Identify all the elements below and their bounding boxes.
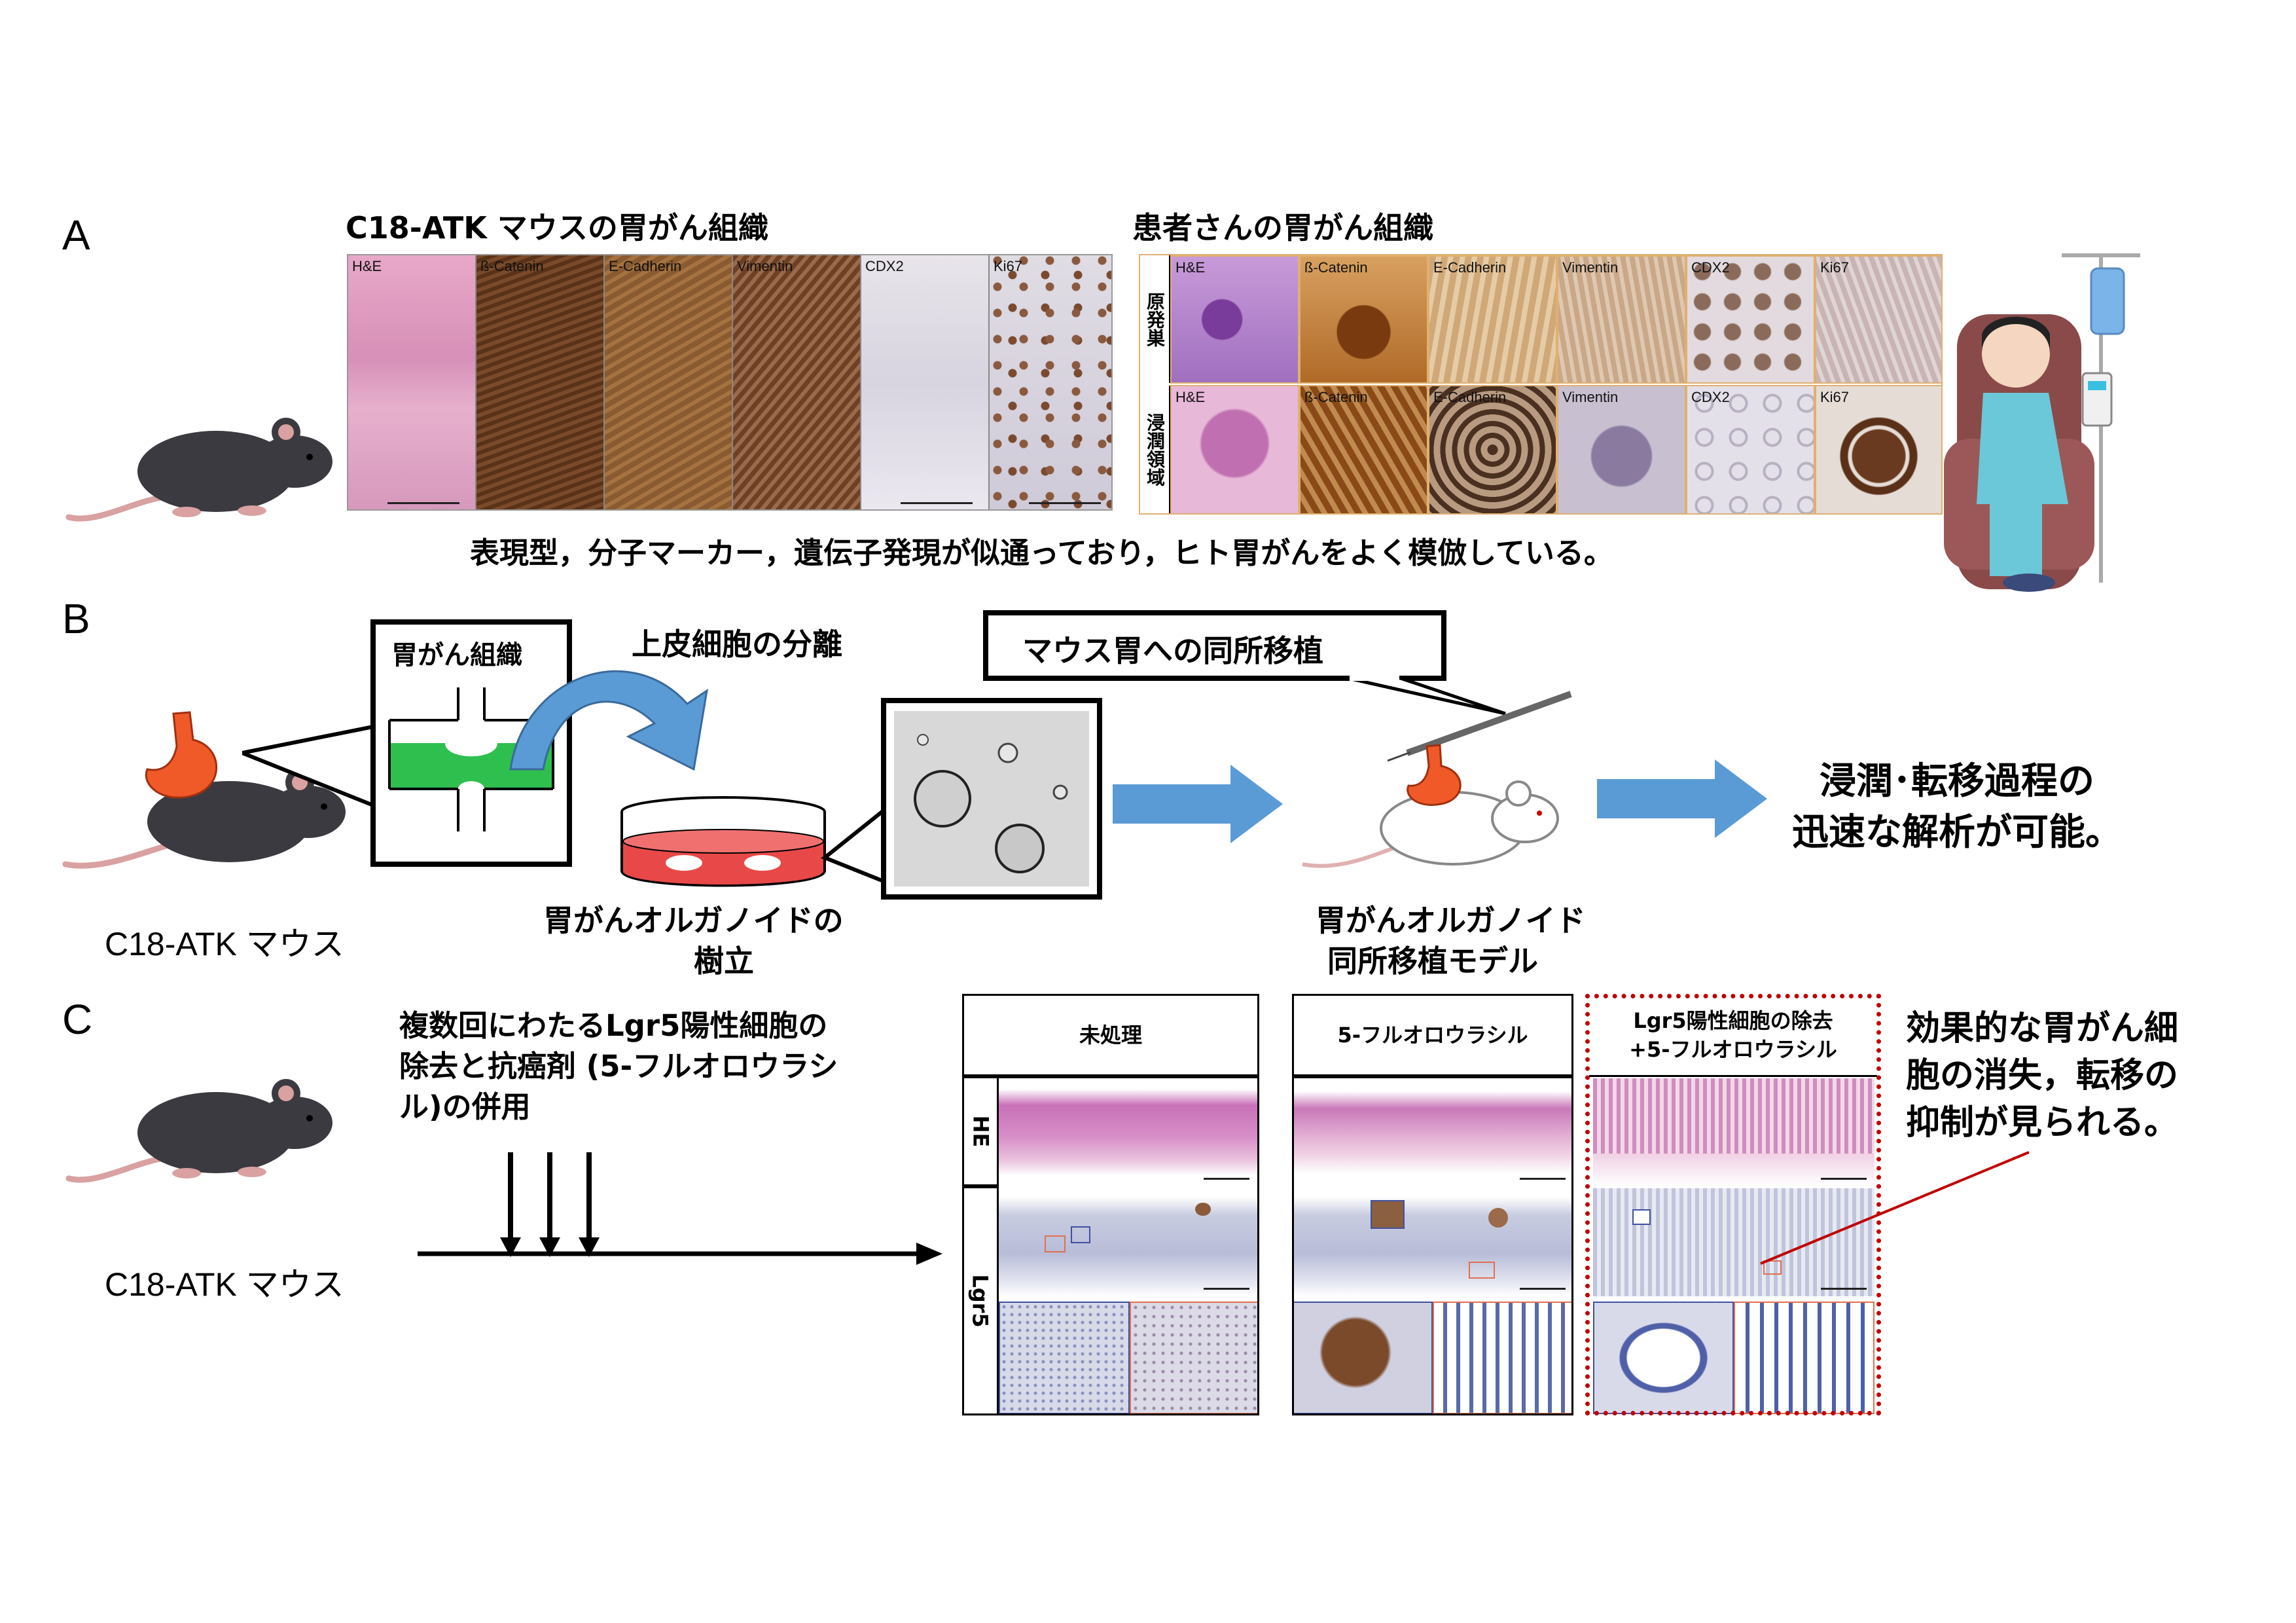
separation-label: 上皮細胞の分離 xyxy=(632,627,842,662)
arrow-to-result xyxy=(1597,759,1767,838)
patient-primary-vimentin: Vimentin xyxy=(1557,255,1686,384)
c-mouse-label: C18-ATK マウス xyxy=(105,1266,344,1303)
patient-row-label-2: 浸潤領域 xyxy=(1140,386,1170,513)
b-result-line1: 浸潤･転移過程の xyxy=(1820,760,2094,803)
patient-invasive-vimentin: Vimentin xyxy=(1557,385,1686,513)
transplant-callout-box xyxy=(983,610,1506,716)
tissue-label: 胃がん組織 xyxy=(391,640,522,670)
he-5fu xyxy=(1292,1078,1573,1186)
histology-results-grid: 未処理 5-フルオロウラシル Lgr5陽性細胞の除去 +5-フルオロウラシル H… xyxy=(962,994,1885,1415)
patient-primary-cdx2: CDX2 xyxy=(1686,255,1815,384)
he-untreated xyxy=(999,1078,1259,1186)
panel-c-letter: C xyxy=(62,996,93,1043)
treatment-timeline xyxy=(418,1152,942,1265)
panel-b-letter: B xyxy=(62,595,90,642)
mouse-with-stomach xyxy=(62,711,346,869)
lgr5-5fu-highmag-blue xyxy=(1292,1302,1433,1414)
organoid-micrograph-callout xyxy=(821,698,1102,900)
b-result-line2: 迅速な解析が可能。 xyxy=(1792,811,2122,854)
treatment-line1: 複数回にわたるLgr5陽性細胞の xyxy=(399,1008,828,1043)
panel-a-letter: A xyxy=(62,211,90,259)
arrow-to-transplant xyxy=(1113,765,1283,843)
lgr5-5fu-lowmag xyxy=(1292,1188,1573,1296)
mouse-illustration-a xyxy=(65,418,332,522)
mouse-stain-ecadherin: E-Cadherin xyxy=(605,255,733,509)
lgr5-untreated-highmag-blue xyxy=(999,1302,1130,1414)
patient-invasive-cdx2: CDX2 xyxy=(1686,385,1815,513)
b-mouse-label: C18-ATK マウス xyxy=(105,926,344,962)
row-label-he: HE xyxy=(962,1076,999,1186)
panel-a-caption: 表現型，分子マーカー，遺伝子発現が似通っており，ヒト胃がんをよく模倣している。 xyxy=(470,536,1613,570)
lgr5-combo-highmag-blue xyxy=(1593,1302,1734,1414)
lgr5-untreated-highmag-red xyxy=(1130,1302,1259,1414)
c-result-line1: 効果的な胃がん細 xyxy=(1906,1009,2179,1048)
combo-header-underline xyxy=(1589,1075,1877,1077)
c-result-line2: 胞の消失，転移の xyxy=(1906,1056,2179,1095)
patient-invasive-he: H&E xyxy=(1170,385,1299,513)
culture-dish xyxy=(620,796,826,887)
lgr5-combo-lowmag xyxy=(1593,1188,1874,1296)
patient-row-label-1: 原発巣 xyxy=(1140,255,1170,383)
patient-illustration xyxy=(1944,253,2140,592)
col-header-combo: Lgr5陽性細胞の除去 +5-フルオロウラシル xyxy=(1629,1008,1837,1062)
lgr5-5fu-highmag-red xyxy=(1433,1302,1573,1414)
patient-invasive-ecadherin: E-Cadherin xyxy=(1428,385,1557,513)
patient-primary-ecadherin: E-Cadherin xyxy=(1428,255,1557,384)
transplant-label: マウス胃への同所移植 xyxy=(1022,633,1323,668)
patient-invasive-bcatenin: ß-Catenin xyxy=(1299,385,1428,513)
patient-stain-grid: 原発巣 浸潤領域 H&E ß-Catenin E-Cadherin Viment… xyxy=(1139,254,1943,515)
mouse-stain-cdx2: CDX2 xyxy=(861,255,990,509)
patient-primary-ki67: Ki67 xyxy=(1815,255,1941,384)
white-mouse-transplant xyxy=(1302,691,1572,868)
treatment-line2: 除去と抗癌剤 (5-フルオロウラシ xyxy=(399,1049,838,1084)
model-label-line2: 同所移植モデル xyxy=(1327,943,1538,979)
col-header-untreated: 未処理 xyxy=(962,994,1259,1076)
patient-invasive-ki67: Ki67 xyxy=(1815,385,1941,513)
treatment-line3: ル)の併用 xyxy=(399,1089,531,1124)
lgr5-combo-highmag-red xyxy=(1734,1302,1874,1414)
result-pointer-line xyxy=(1760,1151,2030,1265)
mouse-stain-strip: H&E ß-Catenin E-Cadherin Vimentin CDX2 K… xyxy=(347,254,1113,511)
patient-primary-he: H&E xyxy=(1170,255,1299,384)
mouse-stain-vimentin: Vimentin xyxy=(733,255,861,509)
separation-arrow xyxy=(509,670,709,771)
mouse-stain-ki67: Ki67 xyxy=(990,255,1111,509)
he-combo xyxy=(1593,1078,1874,1186)
row-label-lgr5: Lgr5 xyxy=(962,1186,999,1415)
mouse-stain-bcatenin: ß-Catenin xyxy=(476,255,605,509)
organoid-label-line1: 胃がんオルガノイドの xyxy=(543,903,844,938)
patient-tissue-title: 患者さんの胃がん組織 xyxy=(1132,210,1433,246)
col-header-5fu: 5-フルオロウラシル xyxy=(1292,994,1573,1076)
organoid-label-line2: 樹立 xyxy=(694,943,754,979)
c-result-line3: 抑制が見られる。 xyxy=(1906,1103,2179,1142)
mouse-tissue-title: C18-ATK マウスの胃がん組織 xyxy=(346,210,768,246)
mouse-illustration-c xyxy=(65,1079,332,1183)
model-label-line1: 胃がんオルガノイド xyxy=(1316,903,1586,938)
patient-primary-bcatenin: ß-Catenin xyxy=(1299,255,1428,384)
mouse-stain-he: H&E xyxy=(348,255,476,509)
lgr5-untreated-lowmag xyxy=(999,1188,1259,1296)
